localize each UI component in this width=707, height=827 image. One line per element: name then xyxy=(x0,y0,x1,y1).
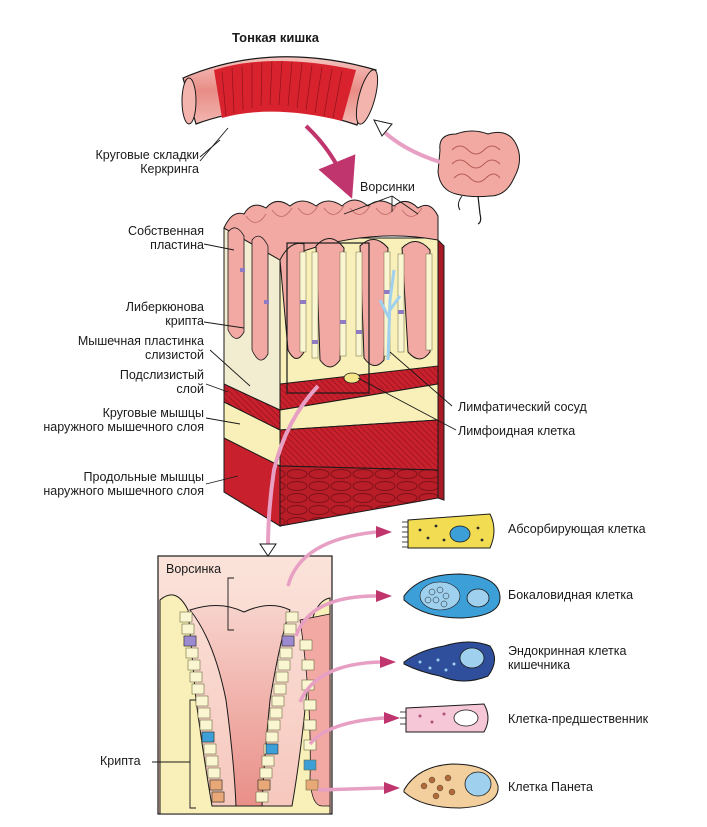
label-longitudinal-muscle-line1: Продольные мышцы xyxy=(83,470,204,484)
label-circular-folds-line1: Круговые складки xyxy=(95,148,199,162)
label-longitudinal-muscle-line2: наружного мышечного слоя xyxy=(43,484,204,498)
label-paneth-cell: Клетка Панета xyxy=(508,780,593,794)
goblet-cell-illustration xyxy=(403,573,501,619)
intestine-segment xyxy=(181,56,379,126)
label-absorptive-cell: Абсорбирующая клетка xyxy=(508,522,646,536)
label-circular-folds: Круговые складки Керкринга xyxy=(96,148,199,176)
label-lamina-propria-line2: пластина xyxy=(150,238,204,252)
label-endocrine-line2: кишечника xyxy=(508,658,571,672)
label-circular-muscle-line1: Круговые мышцы xyxy=(102,406,204,420)
absorptive-cell-illustration xyxy=(402,513,495,549)
label-lieberkuhn-crypt: Либеркюнова крипта xyxy=(126,300,204,328)
endocrine-cell-illustration xyxy=(403,641,495,682)
label-villus: Ворсинка xyxy=(166,562,222,576)
progenitor-cell-illustration xyxy=(400,703,489,733)
paneth-cell-illustration xyxy=(403,763,499,809)
label-lamina-propria: Собственная пластина xyxy=(128,224,204,252)
label-lieberkuhn-line2: крипта xyxy=(165,314,204,328)
label-progenitor-cell: Клетка-предшественник xyxy=(508,712,649,726)
leader-lines-left xyxy=(199,127,251,485)
label-lymphoid-cell: Лимфоидная клетка xyxy=(458,424,576,438)
leader-lines-right xyxy=(343,195,457,431)
label-submucosa-line1: Подслизистый xyxy=(119,368,204,382)
label-goblet-cell: Бокаловидная клетка xyxy=(508,588,634,602)
label-circular-folds-line2: Керкринга xyxy=(140,162,199,176)
label-lamina-propria-line1: Собственная xyxy=(128,224,204,238)
cell-arrows xyxy=(286,530,385,792)
label-villi: Ворсинки xyxy=(360,180,415,194)
label-circular-muscle: Круговые мышцы наружного мышечного слоя xyxy=(43,406,204,434)
tissue-block xyxy=(223,199,445,527)
villus-detail-panel xyxy=(152,555,333,815)
label-circular-muscle-line2: наружного мышечного слоя xyxy=(43,420,204,434)
label-longitudinal-muscle: Продольные мышцы наружного мышечного сло… xyxy=(43,470,204,498)
label-endocrine-line1: Эндокринная клетка xyxy=(508,644,627,658)
label-muscularis-mucosae: Мышечная пластинка слизистой xyxy=(78,334,204,362)
label-submucosa-line2: слой xyxy=(176,382,204,396)
digestive-tract-icon xyxy=(437,130,520,225)
label-muscularis-mucosae-line1: Мышечная пластинка xyxy=(77,334,204,348)
label-crypt: Крипта xyxy=(100,754,141,768)
label-endocrine-cell: Эндокринная клетка кишечника xyxy=(508,644,626,672)
label-muscularis-mucosae-line2: слизистой xyxy=(144,348,204,362)
label-lymphatic-vessel: Лимфатический сосуд xyxy=(458,400,587,414)
diagram-title: Тонкая кишка xyxy=(232,30,319,45)
label-submucosa: Подслизистый слой xyxy=(120,368,204,396)
label-lieberkuhn-line1: Либеркюнова xyxy=(125,300,204,314)
